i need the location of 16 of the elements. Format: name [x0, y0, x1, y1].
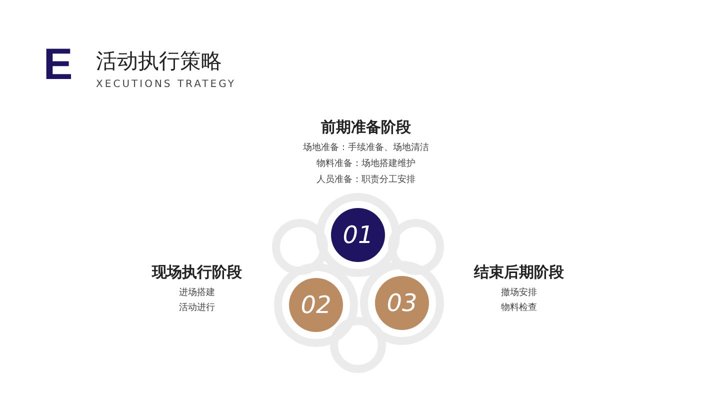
subtitle: XECUTIONS TRATEGY [96, 79, 236, 90]
phase-item: 场地准备：手续准备、场地清洁 [303, 142, 429, 154]
phase-item: 物料检查 [501, 302, 537, 314]
number-circle: 02 [289, 278, 343, 332]
phase-heading: 现场执行阶段 [152, 263, 242, 282]
phase-item: 人员准备：职责分工安排 [316, 174, 416, 186]
phase-item: 撤场安排 [501, 286, 537, 299]
phase-item: 活动进行 [179, 302, 215, 314]
number-circle: 03 [375, 276, 429, 330]
phase-heading: 前期准备阶段 [321, 118, 411, 137]
number-circle: 01 [331, 208, 385, 262]
phase-item: 物料准备：场地搭建维护 [316, 158, 416, 170]
title: 活动执行策略 [96, 48, 222, 75]
phase-heading: 结束后期阶段 [474, 263, 564, 282]
initial-letter: E [43, 43, 73, 87]
phase-item: 进场搭建 [179, 286, 215, 299]
